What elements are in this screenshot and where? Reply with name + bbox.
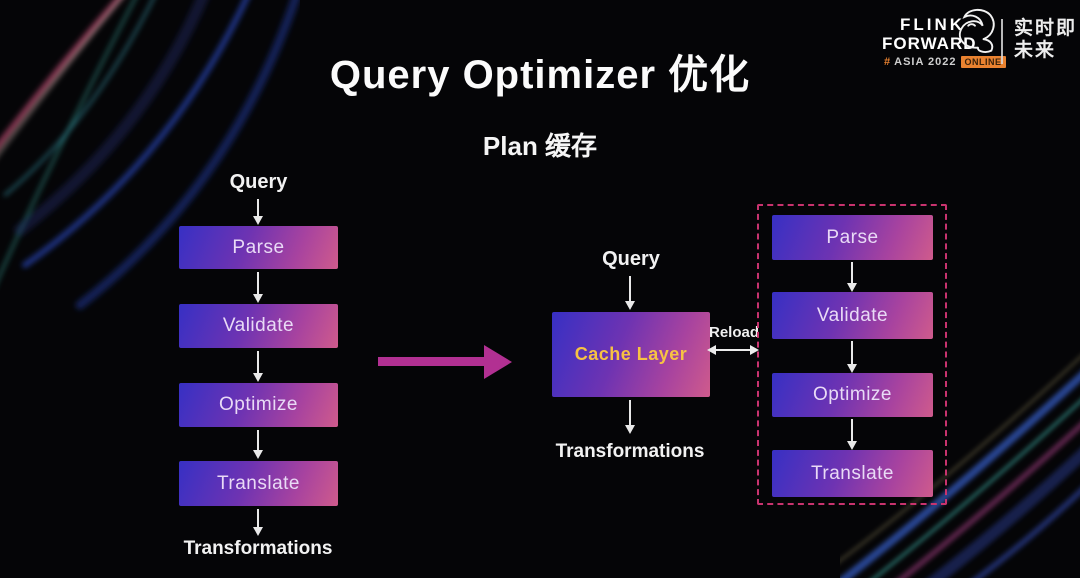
reload-double-arrow	[707, 345, 759, 355]
page-title: Query Optimizer 优化	[329, 53, 751, 97]
online-badge: ONLINE	[960, 56, 1006, 68]
cached-plan-dashed-container	[757, 204, 947, 505]
down-arrow	[847, 341, 857, 373]
center-flow-output-label: Transformations	[555, 441, 705, 462]
down-arrow	[253, 272, 263, 303]
flink-forward-logo: FLINK FORWARD # ASIA 2022 ONLINE 实时即 未来	[875, 5, 1080, 85]
reload-label: Reload	[708, 324, 759, 341]
right-flow-step-translate: Translate	[772, 450, 933, 497]
down-arrow	[253, 430, 263, 459]
right-flow-step-validate: Validate	[772, 292, 933, 339]
logo-event-name: ASIA 2022	[894, 56, 957, 68]
logo-brand-line1: FLINK	[900, 15, 966, 34]
down-arrow	[253, 199, 263, 225]
left-flow-step-validate: Validate	[179, 304, 338, 348]
left-flow-output-label: Transformations	[183, 538, 333, 559]
down-arrow	[625, 400, 635, 434]
center-flow-input-label: Query	[602, 248, 660, 270]
logo-tagline-line1: 实时即	[1014, 18, 1078, 39]
right-flow-step-parse: Parse	[772, 215, 933, 260]
cache-layer-box: Cache Layer	[552, 312, 710, 397]
logo-tagline: 实时即 未来	[1014, 18, 1077, 62]
logo-event-hash: #	[884, 56, 891, 68]
down-arrow	[253, 351, 263, 382]
down-arrow	[847, 262, 857, 292]
logo-brand-line2: FORWARD	[882, 34, 977, 53]
left-flow-input-label: Query	[229, 171, 288, 193]
logo-event-row: # ASIA 2022 ONLINE	[884, 56, 1006, 68]
left-flow-step-translate: Translate	[179, 461, 338, 506]
left-flow-step-optimize: Optimize	[179, 383, 338, 427]
down-arrow	[625, 276, 635, 310]
transition-arrow-head	[484, 345, 512, 379]
logo-divider	[1001, 19, 1003, 64]
slide-subtitle: Plan 缓存	[482, 131, 598, 161]
flink-squirrel-icon	[958, 8, 995, 53]
logo-tagline-line2: 未来	[1014, 40, 1057, 61]
left-flow-step-parse: Parse	[179, 226, 338, 269]
down-arrow	[253, 509, 263, 536]
down-arrow	[847, 419, 857, 450]
right-flow-step-optimize: Optimize	[772, 373, 933, 417]
transition-arrow-shaft	[378, 357, 486, 366]
